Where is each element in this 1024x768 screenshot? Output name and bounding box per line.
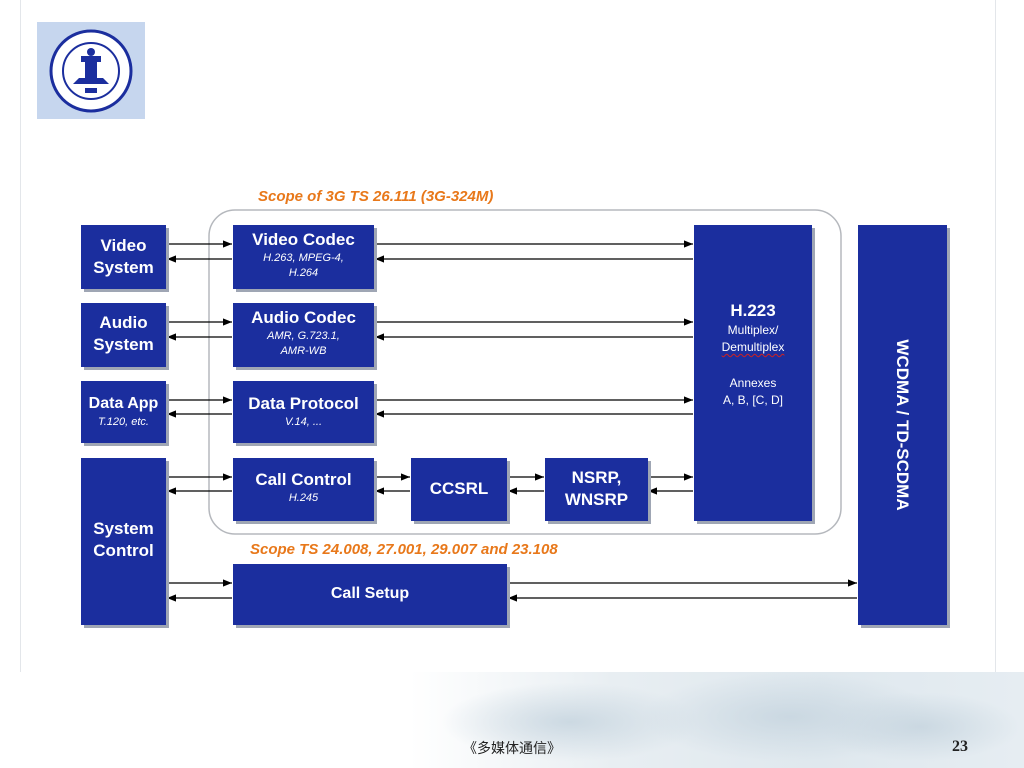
- footer-title: 《多媒体通信》: [463, 741, 561, 757]
- call-setup-label: Call Setup: [330, 585, 410, 602]
- nsrp-line1: NSRP,: [571, 468, 622, 487]
- data-protocol-block: Data Protocol V.14, ...: [233, 381, 374, 443]
- wcdma-label: WCDMA / TD-SCDMA: [893, 339, 912, 511]
- audio-codec-title: Audio Codec: [251, 308, 356, 327]
- h223-block: H.223 Multiplex/ Demultiplex Annexes A, …: [694, 225, 812, 521]
- scope-3g-label: Scope of 3G TS 26.111 (3G-324M): [258, 188, 494, 205]
- video-codec-title: Video Codec: [252, 230, 355, 249]
- slide-frame: [20, 0, 996, 768]
- audio-system-block: Audio System: [81, 303, 166, 367]
- scope-3g-boundary: [208, 209, 842, 535]
- data-protocol-sub: V.14, ...: [284, 416, 323, 428]
- call-control-block: Call Control H.245: [233, 458, 374, 521]
- university-seal-icon: [49, 29, 133, 113]
- video-codec-sub2: H.264: [288, 267, 319, 279]
- page-number: 23: [952, 738, 968, 755]
- video-system-line1: Video: [100, 236, 147, 255]
- call-control-title: Call Control: [255, 470, 352, 489]
- audio-codec-sub1: AMR, G.723.1,: [267, 330, 340, 342]
- video-codec-sub1: H.263, MPEG-4,: [263, 252, 344, 264]
- data-app-block: Data App T.120, etc.: [81, 381, 166, 443]
- system-control-line2: Control: [93, 541, 154, 560]
- audio-system-line2: System: [93, 335, 154, 354]
- nsrp-block: NSRP, WNSRP: [545, 458, 648, 521]
- nsrp-line2: WNSRP: [564, 490, 629, 509]
- data-app-sub: T.120, etc.: [98, 416, 149, 428]
- scope-ts-label: Scope TS 24.008, 27.001, 29.007 and 23.1…: [250, 541, 558, 558]
- h223-line1: Multiplex/: [727, 323, 779, 337]
- ccsrl-label: CCSRL: [429, 479, 489, 498]
- video-system-line2: System: [93, 258, 154, 277]
- background-band: [0, 672, 1024, 768]
- h223-line2: Demultiplex: [721, 340, 785, 354]
- wcdma-block: WCDMA / TD-SCDMA: [858, 225, 947, 625]
- system-control-line1: System: [93, 519, 154, 538]
- data-protocol-title: Data Protocol: [248, 394, 359, 413]
- ccsrl-block: CCSRL: [411, 458, 507, 521]
- h223-annex2: A, B, [C, D]: [722, 393, 783, 407]
- audio-system-line1: Audio: [99, 313, 148, 332]
- video-system-block: Video System: [81, 225, 166, 289]
- data-app-title: Data App: [88, 395, 159, 412]
- video-codec-block: Video Codec H.263, MPEG-4, H.264: [233, 225, 374, 289]
- call-control-sub: H.245: [288, 492, 319, 504]
- h223-title: H.223: [730, 301, 776, 320]
- h223-annex1: Annexes: [729, 376, 777, 390]
- system-control-block: System Control: [81, 458, 166, 625]
- logo: [37, 22, 145, 119]
- audio-codec-block: Audio Codec AMR, G.723.1, AMR-WB: [233, 303, 374, 367]
- audio-codec-sub2: AMR-WB: [280, 345, 327, 357]
- call-setup-block: Call Setup: [233, 564, 507, 625]
